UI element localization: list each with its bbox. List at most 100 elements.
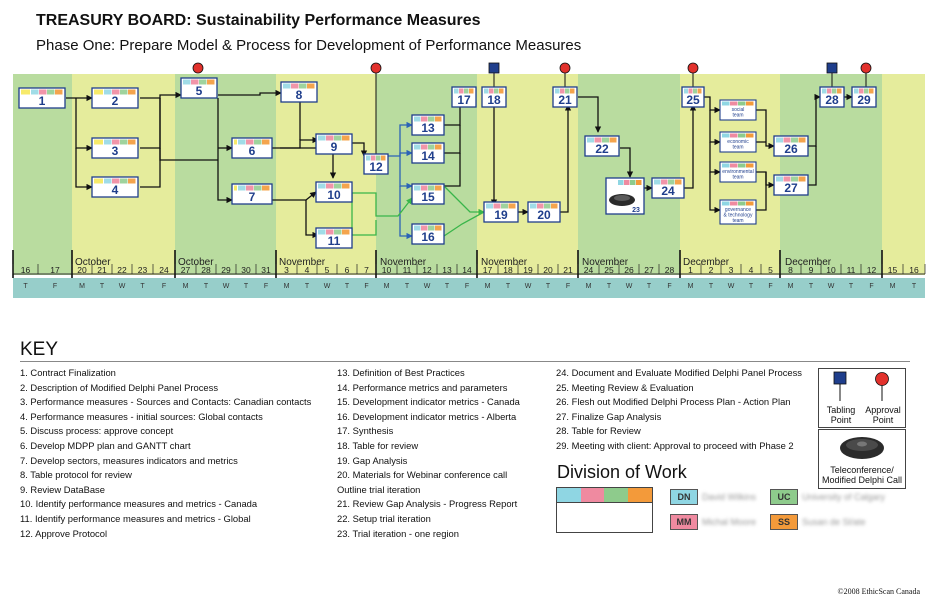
day-label: 10 — [826, 265, 836, 275]
division-ss-swatch — [628, 488, 652, 502]
weekday-label: T — [809, 283, 814, 290]
task-number: 23 — [632, 207, 640, 214]
task-number: 15 — [421, 190, 435, 204]
task-box-division-swatch — [508, 203, 516, 209]
task-box-division-swatch — [342, 183, 350, 189]
day-label: 5 — [325, 265, 330, 275]
month-label: November — [582, 257, 629, 268]
task-box-division-swatch — [630, 180, 636, 185]
task-box-division-swatch — [493, 203, 501, 209]
weekday-label: W — [324, 283, 331, 290]
division-mm-swatch — [581, 488, 604, 502]
task-box-division-swatch — [414, 185, 421, 191]
week-band — [882, 74, 925, 275]
day-label: 14 — [462, 265, 472, 275]
task-box-division-swatch — [262, 139, 270, 145]
connector — [560, 104, 572, 213]
task-box-division-swatch — [191, 79, 199, 85]
task-box-division-swatch — [791, 176, 798, 182]
day-label: 24 — [159, 265, 169, 275]
connector — [352, 142, 368, 157]
task-box-division-swatch — [537, 203, 544, 209]
task-box-14: 14 — [411, 142, 445, 164]
task-box-division-swatch — [469, 88, 474, 94]
task-box-division-swatch — [675, 179, 682, 185]
task-box-division-swatch — [326, 229, 334, 235]
task-box-division-swatch — [618, 180, 624, 185]
task-box-21: 21 — [552, 86, 578, 108]
task-box-division-swatch — [199, 79, 207, 85]
key-item: 7. Develop sectors, measures indicators … — [20, 454, 238, 466]
subteam-swatch — [746, 163, 754, 168]
approval-point-icon — [875, 372, 889, 386]
connector — [704, 96, 721, 114]
point-legend: Tabling Point Approval Point — [818, 368, 906, 428]
task-box-division-swatch — [489, 88, 494, 94]
weekday-label: T — [405, 283, 410, 290]
task-box-division-swatch — [859, 88, 864, 94]
key-item: 10. Identify performance measures and me… — [20, 498, 258, 510]
division-title: Division of Work — [557, 462, 687, 482]
task-number: 11 — [328, 234, 341, 248]
month-label: November — [279, 257, 326, 268]
task-box-division-swatch — [428, 185, 435, 191]
task-box-division-swatch — [421, 225, 428, 231]
key-item: 14. Performance metrics and parameters — [337, 381, 508, 393]
task-box-division-swatch — [128, 178, 136, 184]
task-box-division-swatch — [39, 89, 47, 95]
day-label: 23 — [138, 265, 148, 275]
task-number: 21 — [558, 93, 572, 107]
weekday-label: M — [586, 283, 592, 290]
task-box-division-swatch — [869, 88, 874, 94]
connector-blue — [399, 149, 413, 157]
day-label: 22 — [117, 265, 127, 275]
day-label: 28 — [665, 265, 675, 275]
connector — [217, 98, 233, 204]
task-number: 16 — [421, 230, 435, 244]
weekday-label: M — [183, 283, 189, 290]
approval-label: Approval Point — [865, 405, 901, 425]
key-item: 6. Develop MDPP plan and GANTT chart — [20, 439, 191, 451]
task-number: 24 — [661, 184, 675, 198]
month-label: December — [785, 257, 832, 268]
task-box-division-swatch — [791, 137, 798, 143]
task-box-16: 16 — [411, 223, 445, 245]
weekday-label: T — [244, 283, 249, 290]
month-label: December — [683, 257, 730, 268]
weekday-label: T — [140, 283, 145, 290]
day-label: 11 — [403, 265, 412, 275]
task-box-27: 27 — [773, 174, 809, 196]
task-box-division-swatch — [684, 88, 688, 94]
task-box-division-swatch — [371, 155, 376, 161]
task-box-owner-strip — [234, 185, 237, 191]
task-box-division-swatch — [414, 144, 421, 150]
task-box-15: 15 — [411, 183, 445, 205]
key-item: 8. Table protocol for review — [20, 469, 132, 481]
subteam-swatch — [722, 101, 730, 106]
task-box-division-swatch — [499, 88, 504, 94]
task-box-division-swatch — [207, 79, 215, 85]
task-number: 27 — [784, 181, 798, 195]
subteam-swatch — [722, 163, 730, 168]
key-item: 9. Review DataBase — [20, 483, 105, 495]
task-box-division-swatch — [307, 83, 315, 89]
task-box-division-swatch — [120, 139, 128, 145]
subteam-swatch — [738, 133, 746, 138]
day-label: 12 — [422, 265, 432, 275]
month-label: October — [75, 257, 111, 268]
weekday-label: W — [828, 283, 835, 290]
task-box-division-swatch — [112, 89, 120, 95]
task-box-division-swatch — [668, 179, 675, 185]
task-number: 3 — [112, 144, 119, 158]
task-box-division-swatch — [783, 137, 791, 143]
connector — [218, 89, 282, 97]
tag-ss-name: Susan de Sl/ate — [802, 517, 866, 527]
task-box-division-swatch — [246, 139, 254, 145]
task-box-division-swatch — [776, 176, 783, 182]
day-label: 12 — [867, 265, 877, 275]
tag-ss: SS — [770, 514, 798, 530]
telecon-graphic — [840, 437, 884, 459]
